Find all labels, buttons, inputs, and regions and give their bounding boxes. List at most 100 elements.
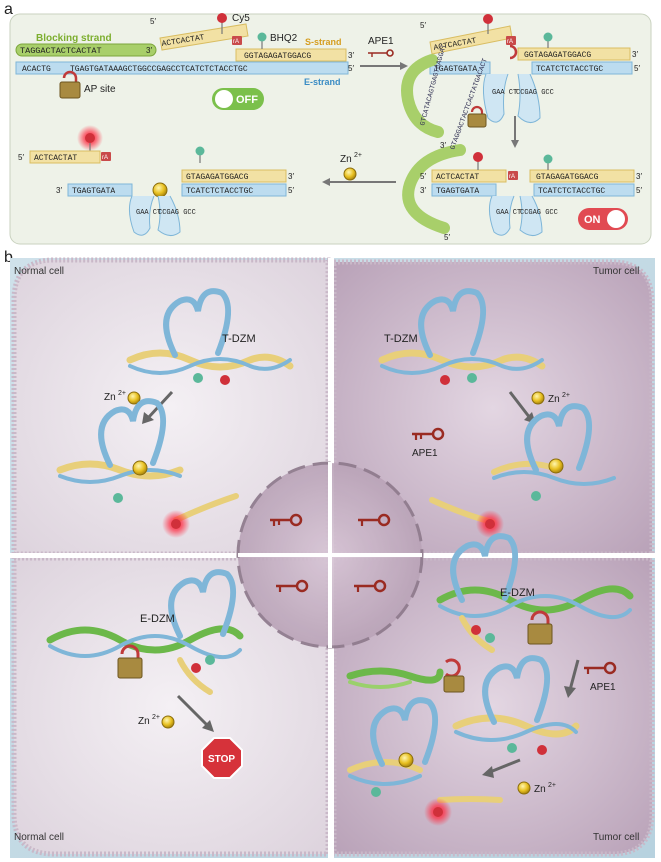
ap-site-label: AP site — [84, 84, 116, 95]
svg-text:rA: rA — [509, 174, 515, 180]
svg-text:rA: rA — [507, 39, 513, 45]
svg-text:Zn: Zn — [340, 154, 352, 165]
blocking-strand-label: Blocking strand — [36, 33, 112, 44]
panel-b-letter: b — [4, 249, 13, 266]
zn-ion-icon — [127, 391, 141, 405]
lock-icon — [509, 44, 518, 60]
svg-text:APE1: APE1 — [590, 682, 616, 693]
initial-duplex: Blocking strand 3′ TAGGACTACTCACTAT ACTC… — [15, 13, 354, 110]
zn-step-normal-bottom: Zn 2+ — [138, 694, 214, 732]
nucleus — [236, 461, 424, 649]
t-dzm-complex-tumor — [378, 288, 546, 385]
svg-text:Zn: Zn — [104, 392, 116, 403]
key-icon — [368, 49, 394, 57]
cy5-label: Cy5 — [232, 13, 250, 24]
t-dzm-label-normal: T-DZM — [222, 333, 256, 345]
svg-text:TCATCTCTACCTGC: TCATCTCTACCTGC — [538, 187, 605, 196]
svg-text:TGAGTGATAAAGCTGGCCGAGCCTCATCTC: TGAGTGATAAAGCTGGCCGAGCCTCATCTCTACCTGC — [70, 65, 248, 74]
t-dzm-label-tumor: T-DZM — [384, 333, 418, 345]
cleaved-products: ACTCACTAT 5′ rA GTAGAGATGGACG 3′ TGAGTGA… — [18, 125, 294, 236]
dzm-cleaved-tumor-bottom — [347, 697, 503, 826]
zn-ion-icon — [152, 182, 168, 198]
bhq2-label: BHQ2 — [270, 33, 298, 44]
svg-text:APE1: APE1 — [368, 36, 394, 47]
svg-text:2+: 2+ — [152, 714, 160, 721]
e-strand-seq: ACACTG — [22, 65, 51, 74]
zn-step-tumor: Zn 2+ — [508, 391, 570, 424]
svg-text:5′: 5′ — [288, 186, 294, 195]
down-arrow — [511, 116, 519, 148]
e-dzm-complex-tumor — [436, 533, 634, 653]
s-strand-right-seq: GGTAGAGATGGACG — [244, 52, 311, 61]
svg-text:TCATCTCTACCTGC: TCATCTCTACCTGC — [186, 187, 253, 196]
tumor-cell-label-top: Tumor cell — [593, 266, 639, 277]
svg-text:CCGAG GCC: CCGAG GCC — [158, 209, 196, 217]
svg-text:CCGAG GCC: CCGAG GCC — [516, 89, 554, 97]
svg-text:rA: rA — [233, 39, 239, 45]
lock-icon — [527, 610, 553, 645]
svg-text:TCATCTCTACCTGC: TCATCTCTACCTGC — [536, 65, 603, 74]
zn-ion-icon — [343, 167, 357, 181]
svg-text:Zn: Zn — [548, 394, 560, 405]
svg-text:5′: 5′ — [634, 64, 640, 73]
svg-text:rA: rA — [102, 155, 108, 161]
svg-text:2+: 2+ — [548, 782, 556, 789]
svg-text:5′: 5′ — [420, 21, 426, 30]
ape1-tumor-bottom: APE1 — [564, 659, 617, 698]
svg-text:5′: 5′ — [348, 64, 354, 73]
svg-text:Zn: Zn — [534, 784, 546, 795]
svg-text:3′: 3′ — [348, 51, 354, 60]
svg-text:OFF: OFF — [236, 94, 258, 106]
svg-text:Zn: Zn — [138, 716, 150, 727]
key-icon — [276, 579, 309, 593]
on-toggle: ON — [578, 208, 628, 230]
panel-a-letter: a — [4, 1, 13, 18]
lock-icon — [443, 658, 465, 693]
key-icon — [270, 513, 303, 527]
svg-text:ACTCACTAT: ACTCACTAT — [34, 154, 77, 163]
svg-text:3′: 3′ — [636, 172, 642, 181]
svg-text:GTAGAGATGGACG: GTAGAGATGGACG — [186, 173, 249, 182]
svg-text:5′: 5′ — [420, 172, 426, 181]
cy5-fluorophore — [217, 13, 227, 23]
svg-text:GAA CT: GAA CT — [496, 209, 521, 217]
svg-text:2+: 2+ — [562, 392, 570, 399]
e-strand-label: E-strand — [304, 77, 341, 87]
svg-text:3′: 3′ — [440, 141, 446, 150]
lock-icon — [59, 70, 81, 99]
svg-text:TGAGTGATA: TGAGTGATA — [434, 65, 477, 74]
released-blocker — [346, 658, 465, 693]
key-icon — [358, 513, 391, 527]
zn-step-tumor-bottom: Zn 2+ — [482, 758, 556, 795]
bhq2-quencher — [257, 32, 267, 42]
svg-text:GTAGAGATGGACG: GTAGAGATGGACG — [536, 173, 599, 182]
svg-text:5′: 5′ — [444, 233, 450, 242]
e-dzm-label-normal: E-DZM — [140, 613, 175, 625]
lock-icon — [467, 105, 487, 128]
t-dzm-cleaved-normal — [56, 398, 239, 538]
svg-text:TGAGTGATA: TGAGTGATA — [72, 187, 115, 196]
t-dzm-complex-normal — [126, 288, 294, 385]
tumor-cell-top — [331, 259, 655, 557]
s-strand-label: S-strand — [305, 37, 342, 47]
svg-text:TGAGTGATA: TGAGTGATA — [436, 187, 479, 196]
zn-ion-icon — [517, 781, 531, 795]
active-dzm-tumor — [452, 655, 580, 755]
off-toggle: OFF — [212, 88, 264, 110]
svg-text:5′: 5′ — [18, 153, 24, 162]
blocking-seq: TAGGACTACTCACTAT — [20, 46, 102, 56]
ape1-arrow: APE1 — [360, 36, 408, 70]
normal-cell-label-top: Normal cell — [14, 266, 64, 277]
svg-text:2+: 2+ — [354, 152, 362, 159]
e-dzm-complex-normal — [46, 569, 244, 695]
svg-text:GGTAGAGATGGACG: GGTAGAGATGGACG — [524, 51, 591, 60]
svg-text:5′: 5′ — [636, 186, 642, 195]
e-dzm-label-tumor: E-DZM — [500, 587, 535, 599]
key-icon — [412, 427, 445, 441]
svg-text:ON: ON — [584, 214, 601, 226]
svg-text:ACTCACTAT: ACTCACTAT — [436, 173, 479, 182]
svg-text:STOP: STOP — [208, 754, 235, 765]
svg-text:GAA CT: GAA CT — [136, 209, 161, 217]
stop-sign-icon: STOP — [201, 737, 243, 779]
